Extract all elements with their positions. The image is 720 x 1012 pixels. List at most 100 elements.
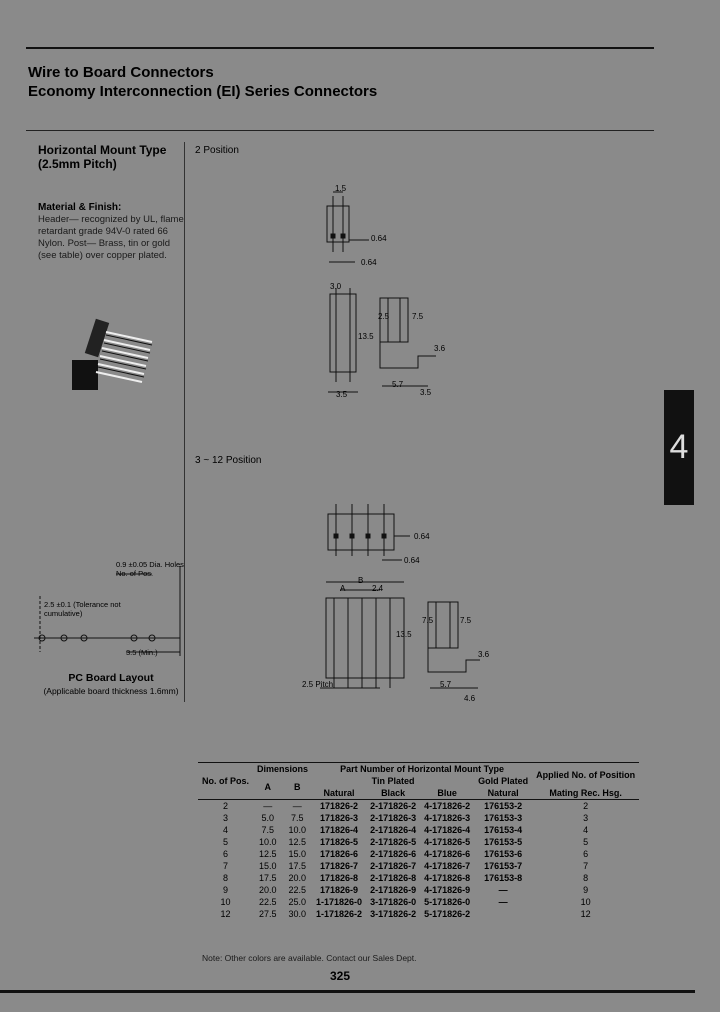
table-cell-mating: 4 [583, 825, 589, 835]
table-cell-natural: 171826-5 [320, 837, 359, 847]
table-cell-b: 30.0 [288, 909, 307, 919]
table-cell-a: 12.5 [258, 849, 277, 859]
table-cell-pos: 12 [220, 909, 231, 919]
two-position-side-view: 3.0 2.5 7.5 13.5 3.6 5.7 3.5 3.5 [318, 282, 448, 400]
col-header-natural: Natural [323, 788, 355, 798]
table-cell-b: 10.0 [288, 825, 307, 835]
material-text: Header— recognized by UL, flame retardan… [38, 214, 184, 261]
material-heading: Material & Finish: [38, 202, 122, 213]
table-cell-a: — [253, 799, 283, 812]
table-cell-natural: 171826-9 [320, 885, 359, 895]
table-cell-gold: 176153-2 [474, 799, 533, 812]
table-cell-gold: 176153-5 [484, 837, 523, 847]
table-cell-b: 15.0 [288, 849, 307, 859]
dim-label: 3.5 [336, 390, 348, 399]
mount-type-heading: Horizontal Mount Type (2.5mm Pitch) [38, 143, 167, 171]
table-cell-a: 17.5 [258, 873, 277, 883]
table-cell-black: 3-171826-2 [370, 909, 417, 919]
table-cell-gold: 176153-4 [484, 825, 523, 835]
dim-label: 3.5 [420, 388, 432, 397]
multi-position-side-view: B A 2.4 7.5 7.5 13.5 3.6 5.7 4.6 2.5 Pit… [300, 576, 490, 706]
column-divider [184, 142, 185, 702]
table-cell-a: 20.0 [258, 885, 277, 895]
section-tab: 4 [664, 390, 694, 505]
table-cell-a: 22.5 [258, 897, 277, 907]
table-cell-gold: 176153-8 [484, 873, 523, 883]
table-cell-a: 10.0 [258, 837, 277, 847]
col-header-b: B [294, 782, 301, 792]
table-cell-b: 25.0 [288, 897, 307, 907]
section-rule [26, 130, 654, 131]
table-cell-b: 22.5 [288, 885, 307, 895]
dim-label: 0.64 [371, 234, 387, 243]
dim-label: A [340, 584, 346, 593]
table-cell-pos: 6 [222, 849, 228, 859]
table-cell-black: 2-171826-8 [370, 873, 417, 883]
dim-label: 13.5 [396, 630, 412, 639]
col-header-natural-gold: Natural [487, 788, 519, 798]
table-cell-blue: 4-171826-2 [420, 799, 475, 812]
footnote: Note: Other colors are available. Contac… [202, 953, 417, 963]
dim-label: 0.64 [404, 556, 420, 565]
pcb-layout-label: PC Board Layout [68, 672, 154, 684]
min-note: 3.5 (Min.) [126, 648, 158, 657]
dim-label: 7.5 [412, 312, 424, 321]
table-cell-b: — [282, 799, 313, 812]
connector-photo [66, 318, 166, 398]
table-cell-pos: 10 [220, 897, 231, 907]
table-cell-pos: 7 [222, 861, 228, 871]
table-cell-blue: 4-171826-3 [424, 813, 471, 823]
table-cell-b: 7.5 [291, 813, 304, 823]
table-cell-gold [474, 908, 532, 920]
table-cell-blue: 5-171826-0 [424, 897, 471, 907]
bottom-rule [0, 990, 695, 993]
table-cell-blue: 4-171826-8 [424, 873, 471, 883]
table-cell-natural: 171826-4 [320, 825, 359, 835]
table-cell-mating: 12 [580, 909, 591, 919]
page-number: 325 [330, 969, 351, 983]
table-cell-black: 2-171826-9 [370, 885, 417, 895]
table-cell-pos: 3 [222, 813, 228, 823]
dim-label: 3.6 [478, 650, 490, 659]
table-cell-pos: 2 [198, 799, 253, 812]
table-cell-natural: 171826-6 [320, 849, 359, 859]
table-cell-gold: 176153-3 [484, 813, 523, 823]
table-cell-natural: 171826-8 [320, 873, 359, 883]
dim-label: 1.5 [335, 184, 347, 193]
pc-board-layout-drawing: 0.9 ±0.05 Dia. Holes No. of Pos. 2.5 ±0.… [30, 556, 190, 666]
dim-label: 3.6 [434, 344, 446, 353]
table-cell-b: 20.0 [288, 873, 307, 883]
col-header-black: Black [381, 788, 406, 798]
table-cell-black: 2-171826-5 [370, 837, 417, 847]
table-cell-black: 2-171826-2 [366, 799, 421, 812]
table-cell-blue: 5-171826-2 [424, 909, 471, 919]
table-cell-mating: 7 [583, 861, 589, 871]
top-rule [26, 47, 654, 49]
table-cell-blue: 4-171826-4 [424, 825, 471, 835]
dim-label: 0.64 [414, 532, 430, 541]
dim-label: 2.4 [372, 584, 384, 593]
dim-label: 13.5 [358, 332, 374, 341]
part-number-table: No. of Pos. Dimensions Part Number of Ho… [198, 762, 640, 920]
table-cell-b: 12.5 [288, 837, 307, 847]
two-position-label: 2 Position [195, 145, 239, 156]
table-cell-blue: 4-171826-6 [424, 849, 471, 859]
dim-label: 0.64 [361, 258, 377, 267]
table-cell-natural: 1-171826-0 [316, 897, 363, 907]
table-cell-blue: 4-171826-5 [424, 837, 471, 847]
table-cell-gold: — [498, 897, 508, 907]
page-subtitle: Economy Interconnection (EI) Series Conn… [28, 83, 378, 100]
table-cell-black: 2-171826-6 [370, 849, 417, 859]
dim-label: 7.5 [460, 616, 472, 625]
table-cell-mating: 2 [532, 799, 640, 812]
table-cell-gold: — [498, 885, 508, 895]
col-header-pos: No. of Pos. [198, 762, 253, 800]
table-cell-black: 2-171826-4 [370, 825, 417, 835]
